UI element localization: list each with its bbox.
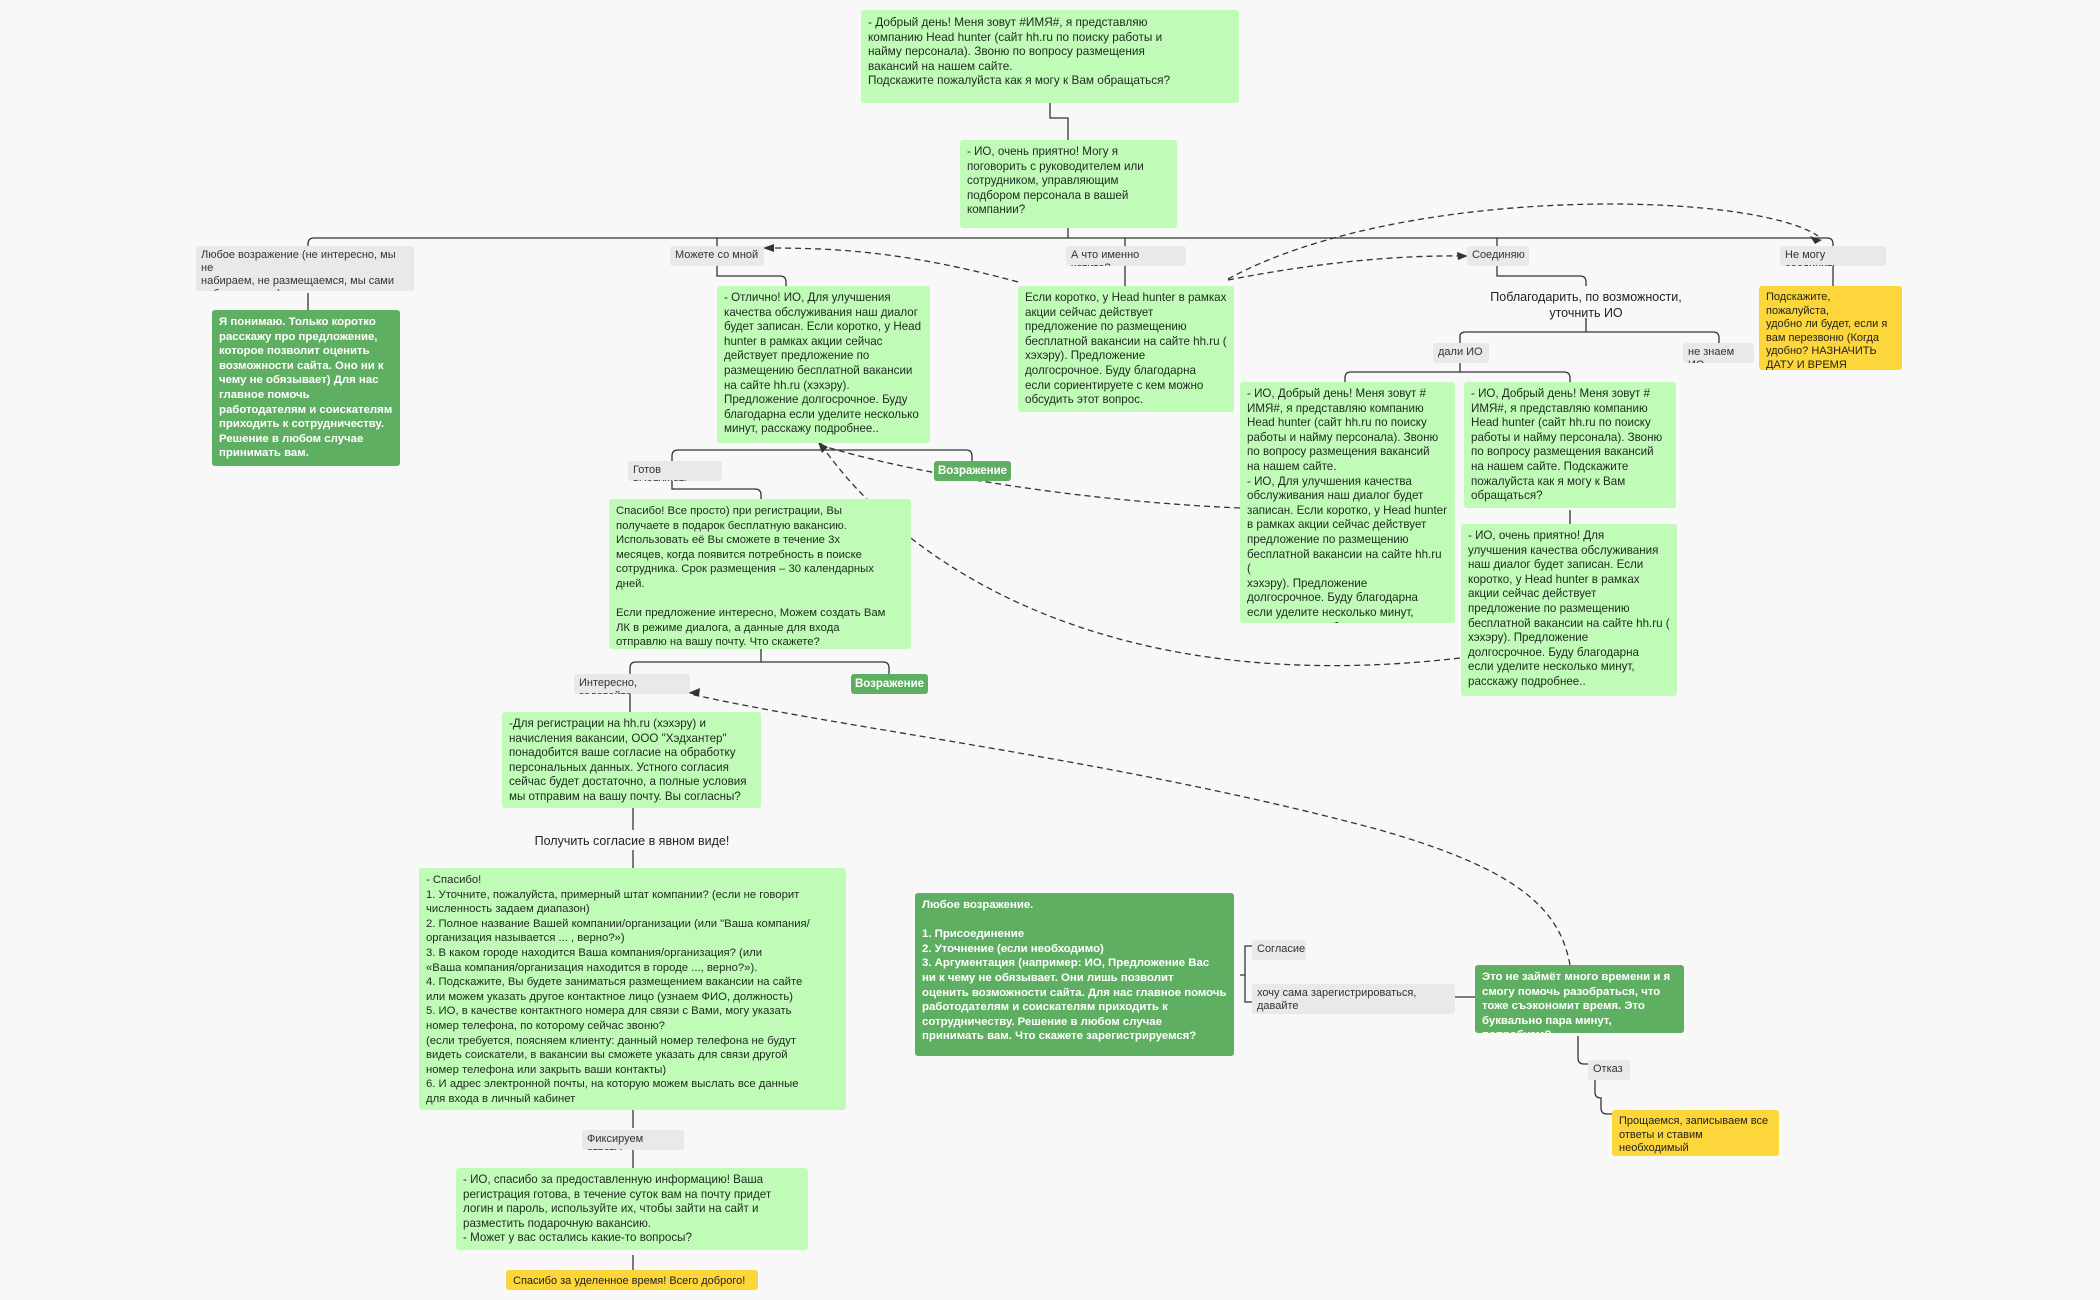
understand-node[interactable]: Я понимаю. Только коротко расскажу про п… [212,310,400,466]
dashed-connectors [689,203,1819,966]
objection-tag-2[interactable]: Возражение [851,674,928,694]
io-good-day2-node[interactable]: - ИО, Добрый день! Меня зовут # ИМЯ#, я … [1464,382,1676,508]
in-short-node[interactable]: Если коротко, у Head hunter в рамках акц… [1018,286,1234,412]
refusal-tag[interactable]: Отказ [1588,1060,1630,1080]
solid-connectors [307,103,1834,1270]
thanks-time-node[interactable]: Спасибо за уделенное время! Всего доброг… [506,1270,758,1290]
interesting-tag[interactable]: Интересно, задавайте [574,674,690,694]
questions-node[interactable]: - Спасибо! 1. Уточните, пожалуйста, прим… [419,868,846,1110]
can-with-me-tag[interactable]: Можете со мной [670,246,764,266]
thanks-simple-node[interactable]: Спасибо! Все просто) при регистрации, Вы… [609,499,911,649]
arrowheads [688,236,1822,696]
what-exactly-tag[interactable]: А что именно хотите? [1066,246,1186,266]
cant-connect-tag[interactable]: Не могу соединить [1780,246,1886,266]
registration-ready-node[interactable]: - ИО, спасибо за предоставленную информа… [456,1168,808,1250]
objection-tag-1[interactable]: Возражение [934,461,1011,481]
dont-know-name-tag[interactable]: не знаем ИО [1683,343,1754,363]
ask-manager-node[interactable]: - ИО, очень приятно! Могу я поговорить с… [960,140,1177,228]
get-consent-text: Получить согласие в явном виде! [534,834,730,848]
self-register-tag[interactable]: хочу сама зарегистрироваться, давайте по… [1252,984,1455,1014]
agreement-tag[interactable]: Согласие [1252,940,1306,960]
io-good-day-node[interactable]: - ИО, Добрый день! Меня зовут # ИМЯ#, я … [1240,382,1455,623]
ask-callback-node[interactable]: Подскажите, пожалуйста, удобно ли будет,… [1759,286,1902,370]
any-objection-block[interactable]: Любое возражение. 1. Присоединение 2. Ут… [915,893,1234,1056]
consent-request-node[interactable]: -Для регистрации на hh.ru (хэхэру) и нач… [502,712,761,808]
thank-clarify-text: Поблагодарить, по возможности, уточнить … [1490,290,1682,320]
excellent-node[interactable]: - Отлично! ИО, Для улучшения качества об… [717,286,930,443]
fix-answers-tag[interactable]: Фиксируем ответы [582,1130,684,1150]
wont-take-time-node[interactable]: Это не займёт много времени и я смогу по… [1475,965,1684,1033]
io-pleasure-node[interactable]: - ИО, очень приятно! Для улучшения качес… [1461,524,1677,696]
ready-listen-tag[interactable]: Готов выслушать [628,461,722,481]
connecting-tag[interactable]: Соединяю [1467,246,1529,266]
greeting-node[interactable]: - Добрый день! Меня зовут #ИМЯ#, я предс… [861,10,1239,103]
goodbye-node[interactable]: Прощаемся, записываем все ответы и стави… [1612,1110,1779,1156]
gave-name-tag[interactable]: дали ИО [1433,343,1489,363]
any-objection-tag[interactable]: Любое возражение (не интересно, мы не на… [196,246,414,291]
